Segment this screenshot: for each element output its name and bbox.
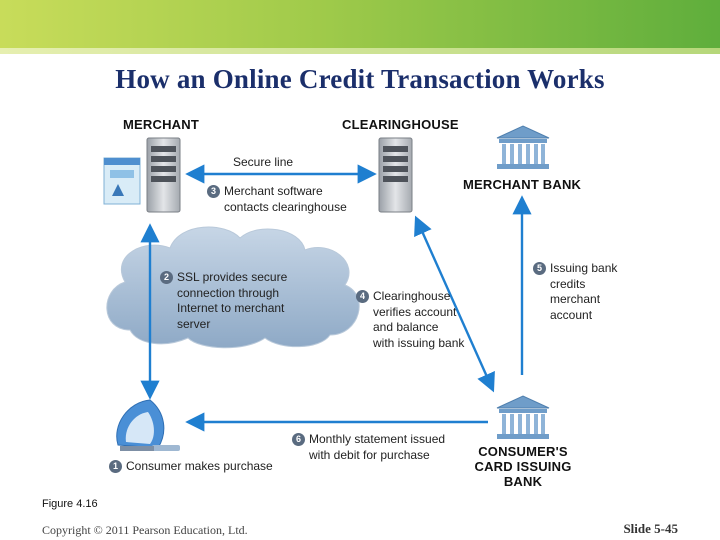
- merchant-label: MERCHANT: [123, 117, 199, 132]
- step-2-line-2: connection through: [177, 285, 280, 300]
- consumer-bank-label: CONSUMER'S CARD ISSUING BANK: [462, 444, 584, 489]
- step-3-line-2: contacts clearinghouse: [224, 199, 347, 214]
- step-2-line-4: server: [177, 316, 211, 331]
- figure-caption: Figure 4.16: [42, 498, 98, 510]
- step-5: 5 Issuing bank credits merchant account: [533, 261, 617, 323]
- step-1-text: Consumer makes purchase: [126, 459, 273, 473]
- step-5-line-4: account: [550, 307, 593, 322]
- consumer-bank-label-line1: CONSUMER'S: [478, 444, 568, 459]
- step-2-line-1: SSL provides secure: [177, 270, 288, 284]
- step-1-number: 1: [109, 460, 122, 473]
- merchant-website-icon: [103, 157, 141, 205]
- step-5-line-3: merchant: [550, 292, 601, 306]
- step-5-line-1: Issuing bank: [550, 261, 618, 275]
- copyright-text: Copyright © 2011 Pearson Education, Ltd.: [42, 523, 248, 537]
- step-4-line-4: with issuing bank: [373, 335, 465, 350]
- merchant-bank-icon: [496, 125, 550, 169]
- step-6-line-1: Monthly statement issued: [309, 432, 446, 446]
- consumer-bank-icon: [496, 395, 550, 439]
- step-4-line-3: and balance: [373, 320, 439, 334]
- step-4-number: 4: [356, 290, 369, 303]
- step-6: 6 Monthly statement issued with debit for…: [292, 432, 445, 463]
- consumer-bank-label-line2: CARD ISSUING: [474, 459, 572, 474]
- step-4-line-1: Clearinghouse: [373, 289, 451, 303]
- step-2-line-3: Internet to merchant: [177, 301, 285, 315]
- step-3-number: 3: [207, 185, 220, 198]
- header-band: [0, 0, 720, 54]
- consumer-computer-icon: [116, 399, 180, 451]
- consumer-bank-label-line3: BANK: [503, 474, 543, 489]
- slide-title: How an Online Credit Transaction Works: [115, 64, 605, 94]
- clearinghouse-label: CLEARINGHOUSE: [342, 117, 459, 132]
- step-3-line-1: Merchant software: [224, 184, 323, 198]
- step-3: 3 Merchant software contacts clearinghous…: [207, 184, 347, 215]
- step-4: 4 Clearinghouse verifies account and bala…: [356, 289, 464, 351]
- secure-line-label: Secure line: [233, 155, 294, 169]
- merchant-server-icon: [146, 137, 181, 213]
- step-6-number: 6: [292, 433, 305, 446]
- flow-arrows: [140, 164, 532, 432]
- step-6-line-2: with debit for purchase: [309, 447, 430, 462]
- merchant-bank-label: MERCHANT BANK: [463, 177, 582, 192]
- internet-cloud: [106, 226, 360, 349]
- clearinghouse-server-icon: [378, 137, 413, 213]
- step-5-number: 5: [533, 262, 546, 275]
- step-2-number: 2: [160, 271, 173, 284]
- step-1: 1 Consumer makes purchase: [109, 459, 273, 475]
- step-5-line-2: credits: [550, 276, 586, 291]
- step-4-line-2: verifies account: [373, 304, 457, 319]
- slide-number: Slide 5-45: [623, 521, 678, 536]
